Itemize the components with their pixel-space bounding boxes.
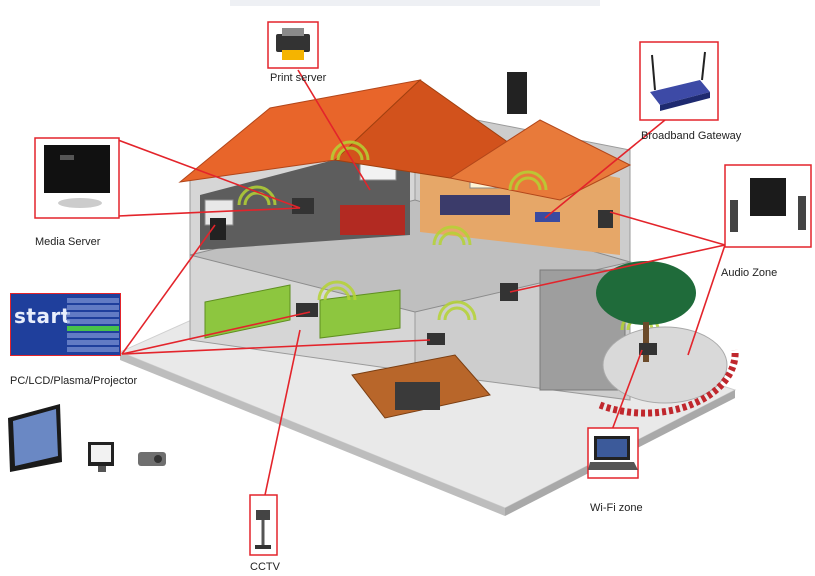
speakers-icon [730, 178, 806, 232]
chimney [507, 72, 527, 114]
router-icon [650, 51, 710, 111]
broadband-gateway-frame [639, 41, 719, 121]
label-broadband-gateway: Broadband Gateway [641, 130, 742, 142]
bed [340, 205, 405, 235]
computer-downstairs [500, 283, 518, 301]
label-media-server: Media Server [35, 236, 101, 248]
router-small [535, 212, 560, 222]
projector-icon [138, 452, 166, 466]
media-server-icon [44, 145, 110, 208]
patio-rim [598, 349, 739, 417]
pc-start-screen: start [10, 293, 121, 356]
tree-icon [596, 261, 696, 325]
label-cctv: CCTV [250, 561, 280, 573]
ground-slab-front [120, 352, 505, 516]
laptop-desk [427, 333, 445, 345]
start-screen-word: start [14, 304, 71, 328]
cctv-camera-icon [255, 510, 271, 549]
label-wifi-zone: Wi-Fi zone [590, 502, 643, 514]
computer-upstairs [292, 198, 314, 214]
tree-trunk [643, 322, 649, 362]
desk-screen [395, 382, 440, 410]
roof-right [448, 119, 632, 201]
tv-icon [8, 404, 62, 472]
top-banner-fragment [230, 0, 600, 6]
speaker-upstairs [598, 210, 613, 228]
lawn-sofa-left [204, 284, 291, 339]
patio [602, 326, 728, 404]
media-wall [210, 218, 226, 240]
label-audio-zone: Audio Zone [721, 267, 778, 279]
label-print-server: Print server [270, 72, 327, 84]
laptop-icon [588, 436, 638, 470]
start-menu-list [67, 298, 119, 354]
label-pc-display: PC/LCD/Plasma/Projector [10, 375, 138, 387]
callout-lines [117, 69, 726, 496]
printer-icon [276, 28, 310, 60]
monitor-icon [88, 442, 114, 472]
bed-right [440, 195, 510, 215]
laptop-patio [639, 343, 657, 355]
lawn-sofa-right [319, 289, 401, 339]
